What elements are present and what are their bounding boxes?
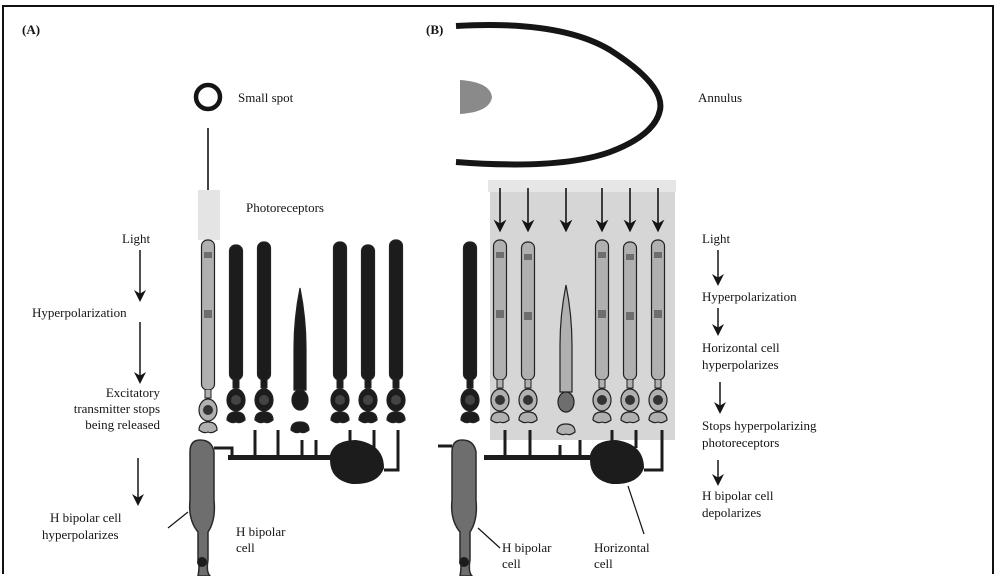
- photoreceptor-icon: [359, 245, 377, 423]
- bipolar-label-a-1: H bipolar: [236, 524, 285, 540]
- bipolar-label-a-2: cell: [236, 540, 255, 556]
- photoreceptor-icon: [199, 240, 217, 433]
- flow-a-hyperpolarization: Hyperpolarization: [32, 305, 127, 321]
- photoreceptor-icon: [461, 242, 479, 423]
- bipolar-label-b-2: cell: [502, 556, 521, 572]
- bipolar-pointer-b: [478, 528, 500, 548]
- photoreceptor-icon: [491, 240, 509, 423]
- flow-a-excitatory: Excitatory: [40, 385, 160, 401]
- flow-a-bipolar: H bipolar cell: [50, 510, 121, 526]
- horizontal-label-1: Horizontal: [594, 540, 650, 556]
- photoreceptor-icon: [387, 240, 405, 423]
- photoreceptor-icon: [621, 242, 639, 423]
- photoreceptor-icon: [255, 242, 273, 423]
- photoreceptor-row-a: [199, 240, 405, 433]
- annulus-label: Annulus: [698, 90, 742, 106]
- panel-b-letter: (B): [426, 22, 443, 38]
- photoreceptor-icon: [519, 242, 537, 423]
- flow-a-hyperpolarizes: hyperpolarizes: [42, 527, 119, 543]
- flow-b-hyperpolarization: Hyperpolarization: [702, 289, 797, 305]
- flow-b-hyperpolarizes: hyperpolarizes: [702, 357, 779, 373]
- light-field: [490, 180, 675, 440]
- photoreceptor-icon: [291, 288, 309, 433]
- flow-b-stops: Stops hyperpolarizing: [702, 418, 816, 434]
- flow-b-photoreceptors: photoreceptors: [702, 435, 779, 451]
- photoreceptor-icon: [649, 240, 667, 423]
- flow-b-horizontal: Horizontal cell: [702, 340, 780, 356]
- horizontal-label-2: cell: [594, 556, 613, 572]
- flow-a-released: being released: [20, 417, 160, 433]
- photoreceptor-icon: [227, 245, 245, 423]
- small-spot-icon: [196, 85, 220, 109]
- photoreceptor-icon: [593, 240, 611, 423]
- small-spot-label: Small spot: [238, 90, 293, 106]
- horizontal-cell-icon: [228, 440, 384, 484]
- flow-b-bipolar: H bipolar cell: [702, 488, 773, 504]
- panel-a-letter: (A): [22, 22, 40, 38]
- photoreceptor-icon: [331, 242, 349, 423]
- bipolar-cell-icon: [190, 440, 232, 576]
- flow-a-light: Light: [122, 231, 150, 247]
- flow-b-light: Light: [702, 231, 730, 247]
- horizontal-pointer: [628, 486, 644, 534]
- flow-b-depolarizes: depolarizes: [702, 505, 761, 521]
- bipolar-label-b-1: H bipolar: [502, 540, 551, 556]
- flow-a-transmitter: transmitter stops: [20, 401, 160, 417]
- photoreceptors-label: Photoreceptors: [246, 200, 324, 216]
